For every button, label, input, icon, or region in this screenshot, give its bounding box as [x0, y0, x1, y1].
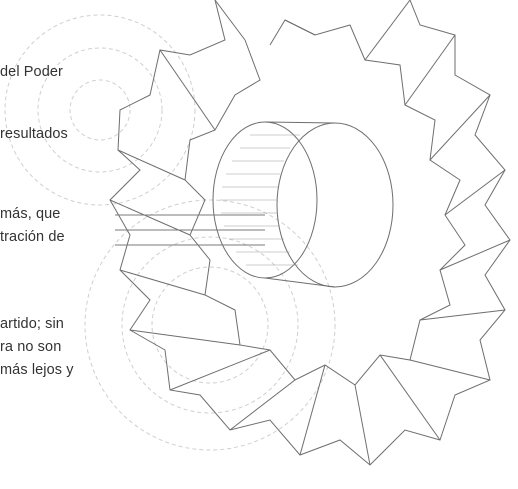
text-line-7: más lejos y [0, 362, 74, 378]
text-line-5: artido; sin [0, 316, 64, 332]
background-gear-lower [84, 199, 336, 451]
hub-hatching [220, 134, 300, 266]
gear-hub [212, 121, 394, 288]
text-line-3: más, que [0, 206, 61, 222]
gear-axle [115, 214, 265, 246]
text-line-1: del Poder [0, 64, 63, 80]
large-gear-wireframe [109, 0, 511, 466]
text-line-2: resultados [0, 126, 68, 142]
text-line-6: ra no son [0, 339, 62, 355]
text-line-4: tración de [0, 229, 65, 245]
background-gear-upper [4, 14, 196, 206]
